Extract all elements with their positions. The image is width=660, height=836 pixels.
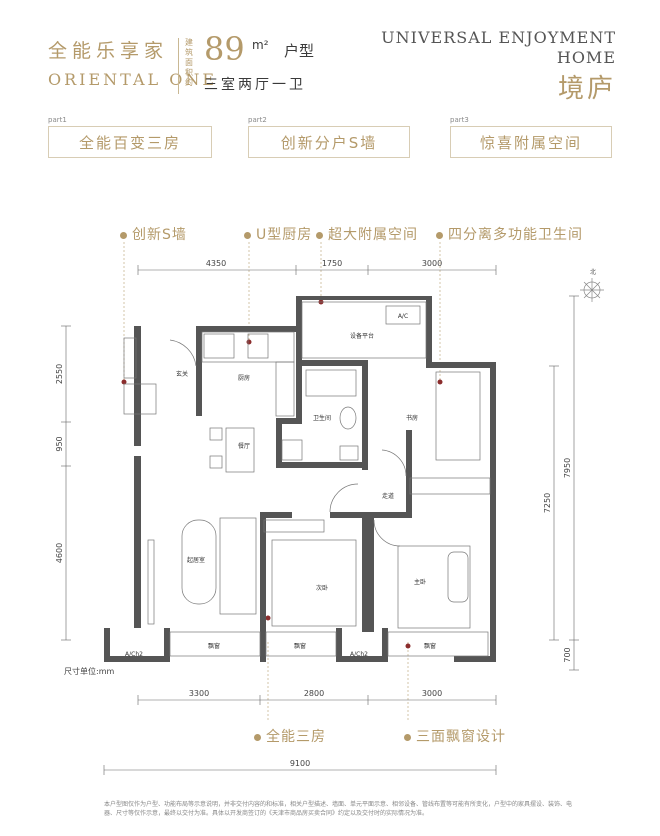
part-label: 惊喜附属空间	[450, 126, 612, 158]
room-study: 书房	[406, 414, 418, 422]
room-kitchen: 厨房	[238, 374, 250, 382]
north-label: 北	[590, 268, 596, 276]
unit-type-label: 户型	[284, 42, 315, 60]
room-corridor: 走道	[382, 492, 394, 500]
callout-three-rooms: 全能三房	[254, 726, 326, 746]
callout-bay-windows: 三面飘窗设计	[404, 726, 506, 746]
callout-s-wall: 创新S墙	[120, 224, 187, 244]
callout-dot-icon	[316, 231, 323, 239]
callout-dot-icon	[120, 231, 127, 239]
header-divider	[178, 38, 179, 94]
dim-bottom-3: 3000	[422, 689, 442, 698]
ac-bottom-1: A/Ch2	[125, 651, 143, 658]
part-tag: part3	[450, 116, 469, 124]
ac-bottom-2: A/Ch2	[350, 651, 368, 658]
tagline: 全能乐享家	[48, 40, 169, 62]
callout-bathroom: 四分离多功能卫生间	[436, 224, 583, 244]
bay-window-1: 飘窗	[208, 642, 220, 650]
room-entry: 玄关	[176, 370, 188, 378]
dim-right-inner: 7250	[543, 493, 552, 513]
area-number: 89	[204, 30, 245, 68]
brand-name-en: ORIENTAL ONE	[48, 70, 218, 89]
bay-window-2: 飘窗	[294, 642, 306, 650]
room-second-bed: 次卧	[316, 584, 328, 592]
part-tag: part2	[248, 116, 267, 124]
dim-top-1: 4350	[206, 259, 226, 268]
room-living: 起居室	[187, 556, 205, 564]
room-bath: 卫生间	[313, 414, 331, 422]
dim-left-2: 950	[55, 436, 64, 451]
dim-left-3: 4600	[55, 543, 64, 563]
area-unit: m²	[252, 38, 269, 52]
part-1: part1 全能百变三房	[48, 116, 212, 158]
dim-bottom-1: 3300	[189, 689, 209, 698]
callout-dot-icon	[436, 231, 443, 239]
callout-dot-icon	[254, 733, 261, 741]
callout-u-kitchen: U型厨房	[244, 224, 312, 244]
project-name-en-line2: HOME	[556, 48, 616, 67]
dim-left-1: 2550	[55, 364, 64, 384]
part-label: 创新分户S墙	[248, 126, 410, 158]
area-vertical-label: 建筑面积约	[185, 38, 193, 87]
unit-label: 尺寸单位:mm	[64, 667, 115, 676]
dim-right-small: 700	[563, 647, 572, 662]
part-tag: part1	[48, 116, 67, 124]
room-master-bed: 主卧	[414, 578, 426, 586]
part-label: 全能百变三房	[48, 126, 212, 158]
callout-dot-icon	[244, 231, 251, 239]
footnote: 本户型图仅作为户型、功能布局等示意说明，并非交付内容的和标准，相关户型描述、墙面…	[104, 801, 573, 817]
callout-extra-space: 超大附属空间	[316, 224, 418, 244]
room-dining: 餐厅	[238, 442, 250, 450]
bay-window-3: 飘窗	[424, 642, 436, 650]
layout-description: 三室两厅一卫	[204, 77, 306, 93]
room-equipment: 设备平台	[350, 332, 374, 340]
project-name-en-line1: UNIVERSAL ENJOYMENT	[381, 28, 616, 47]
dim-bottom-2: 2800	[304, 689, 324, 698]
dim-top-2: 1750	[322, 259, 342, 268]
callout-dot-icon	[404, 733, 411, 741]
part-3: part3 惊喜附属空间	[450, 116, 612, 158]
dim-right-outer: 7950	[563, 458, 572, 478]
part-2: part2 创新分户S墙	[248, 116, 410, 158]
dim-top-3: 3000	[422, 259, 442, 268]
dim-total: 9100	[290, 759, 310, 768]
project-name-cn: 境庐	[557, 74, 616, 104]
compass-icon	[580, 278, 604, 302]
ac-label: A/C	[398, 313, 408, 320]
